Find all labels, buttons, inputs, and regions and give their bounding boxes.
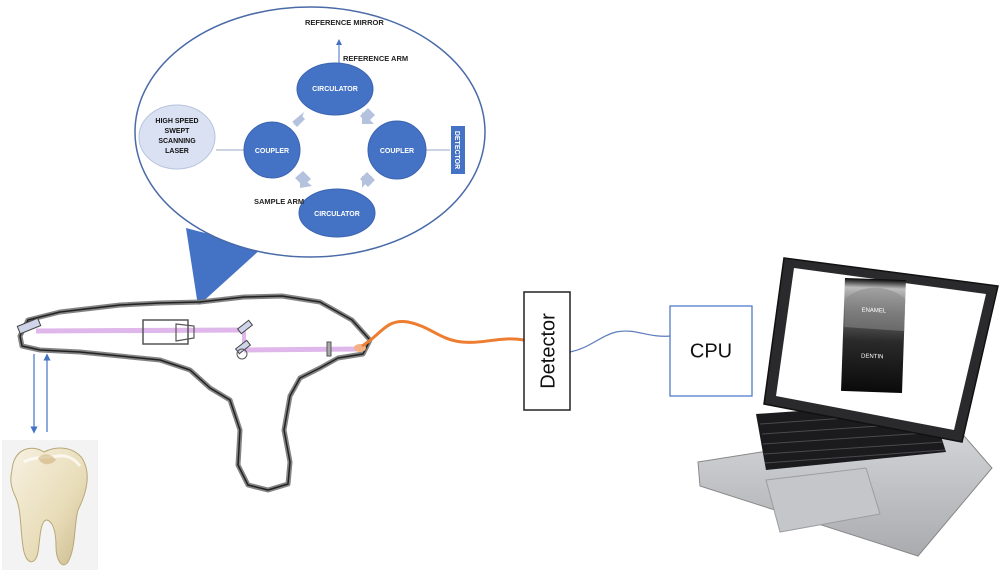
beam-upper <box>35 327 245 334</box>
probe-lens-housing <box>142 319 189 345</box>
coupler-right-label: COUPLER <box>380 148 414 155</box>
laser-label-line3: SCANNING <box>158 138 196 145</box>
tooth-crown-highlight <box>23 454 82 467</box>
oct-enamel-label: ENAMEL <box>861 308 887 315</box>
beam-lower <box>243 346 361 353</box>
laptop: ENAMEL DENTIN <box>697 257 999 557</box>
bubble-detector-box <box>451 126 465 174</box>
laser-source-node <box>138 104 216 170</box>
laser-label-line2: SWEPT <box>165 128 191 135</box>
cpu-box <box>669 305 753 397</box>
coupler-left-label: COUPLER <box>255 148 289 155</box>
probe-mirror-upper <box>236 319 254 335</box>
bubble-ellipse <box>134 6 486 258</box>
laptop-trackpad <box>765 467 881 533</box>
reference-arm-label: REFERENCE ARM <box>343 54 408 63</box>
detector-cpu-cable <box>569 330 671 353</box>
tooth-shape <box>10 447 88 566</box>
probe-tip-mirror <box>16 317 42 335</box>
probe-collimator <box>326 341 332 357</box>
callout-bubble <box>134 6 486 306</box>
coupler-left-node <box>243 121 301 179</box>
probe-outline-inner <box>19 295 371 491</box>
probe-knob <box>236 348 248 360</box>
circulator-top-node <box>296 62 374 116</box>
circulator-bottom-label: CIRCULATOR <box>314 211 360 218</box>
circulator-top-label: CIRCULATOR <box>312 86 358 93</box>
laser-label-line4: LASER <box>165 148 189 155</box>
flow-arrow-upper-left <box>292 112 305 127</box>
coupler-right-node <box>367 120 427 180</box>
detector-label: Detector <box>537 313 559 389</box>
oct-dentin-label: DENTIN <box>861 354 884 361</box>
detector-box <box>523 291 571 411</box>
tooth-image <box>2 440 98 570</box>
orange-fiber <box>361 319 525 348</box>
flow-arrows <box>292 108 375 188</box>
handheld-probe <box>16 293 373 493</box>
laser-label-line1: HIGH SPEED <box>155 118 198 125</box>
tooth-stain <box>38 454 56 465</box>
circulator-bottom-node <box>298 188 376 238</box>
cpu-label: CPU <box>690 340 732 362</box>
reference-mirror-label: REFERENCE MIRROR <box>305 18 384 27</box>
oct-enamel-band <box>844 287 906 332</box>
flow-arrow-lower-left <box>295 171 312 188</box>
flow-arrow-lower-right <box>360 172 375 188</box>
sample-arm-label: SAMPLE ARM <box>254 197 304 206</box>
flow-arrow-upper-right <box>360 108 375 124</box>
bubble-detector-label: DETECTOR <box>453 131 460 169</box>
probe-lens-cone <box>175 323 195 342</box>
